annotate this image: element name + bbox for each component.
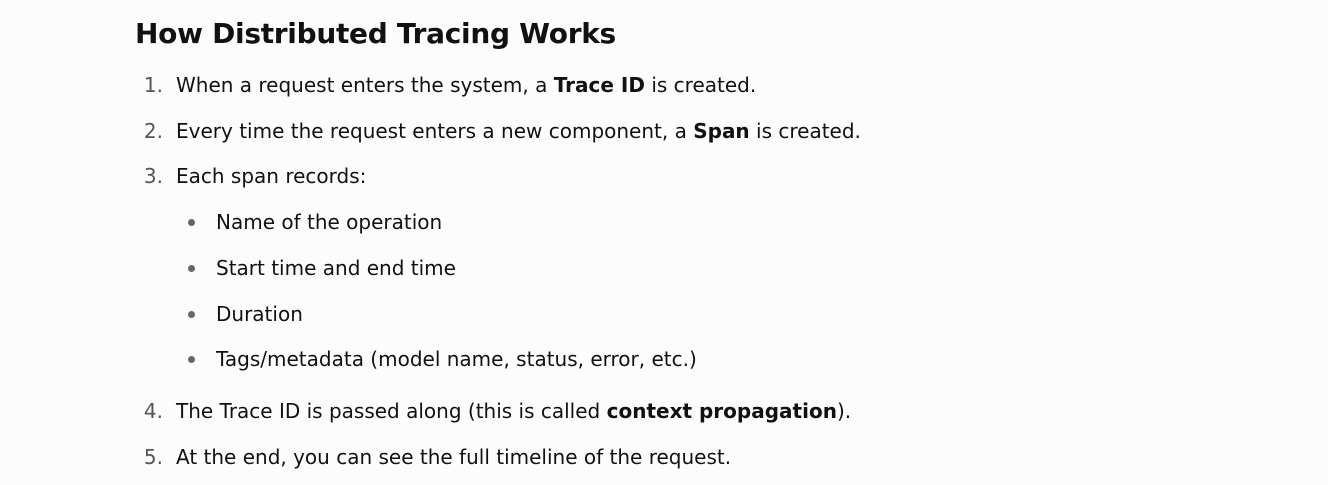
step-number: 5. [143,445,163,469]
bullet-text: Start time and end time [216,256,456,280]
bullet-text: Duration [216,302,303,326]
step-text: Each span records: [176,164,367,188]
step-number: 4. [143,399,163,423]
bullet-icon [188,219,195,226]
step-text-before: Every time the request enters a new comp… [176,119,694,143]
step-text-before: The Trace ID is passed along (this is ca… [176,399,607,423]
bullet-text: Tags/metadata (model name, status, error… [216,347,697,371]
step-text-bold: Span [693,119,750,143]
step-number: 1. [143,73,163,97]
bullet-icon [188,311,195,318]
step-text-bold: Trace ID [553,73,645,97]
bullet-icon [188,356,195,363]
step-text-after: is created. [749,119,861,143]
step-text-after: ). [836,399,852,423]
step-text-after: is created. [644,73,757,97]
step-text: At the end, you can see the full timelin… [176,445,732,469]
step-number: 2. [143,119,163,143]
bullet-icon [188,265,195,272]
step-text: The Trace ID is passed along (this is ca… [176,397,851,425]
section-heading: How Distributed Tracing Works [135,17,616,50]
bullet-text: Name of the operation [216,210,443,234]
step-text: When a request enters the system, a Trac… [176,71,756,99]
step-number: 3. [143,164,163,188]
step-text: Every time the request enters a new comp… [176,117,861,145]
step-text-before: When a request enters the system, a [176,73,554,97]
step-text-bold: context propagation [606,399,837,423]
